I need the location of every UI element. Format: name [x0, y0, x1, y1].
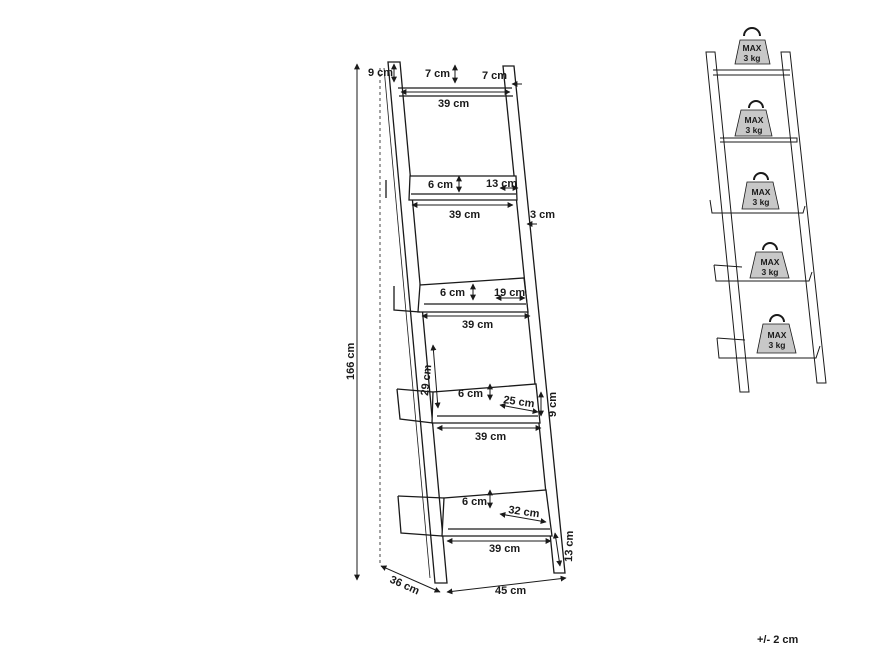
dim-base-depth: 36 cm [388, 574, 422, 598]
dim-bottom-height: 13 cm [563, 530, 576, 562]
tolerance-note: +/- 2 cm [757, 634, 799, 646]
dim-top-height: 9 cm [368, 67, 393, 79]
dim-shelf4-lip: 6 cm [458, 388, 483, 400]
dim-shelf4-depth: 25 cm [503, 394, 536, 410]
weight-3: MAX 3 kg [741, 172, 780, 210]
weight-4-max: MAX [761, 257, 780, 267]
weight-4: MAX 3 kg [749, 242, 790, 279]
dim-shelf3-width: 39 cm [462, 319, 493, 331]
weight-2-kg: 3 kg [745, 125, 762, 135]
dim-shelf4-side: 9 cm [547, 392, 559, 417]
weight-1: MAX 3 kg [734, 27, 771, 65]
weight-1-max: MAX [743, 43, 762, 53]
dim-shelf5-depth: 32 cm [508, 504, 541, 520]
weight-1-kg: 3 kg [743, 53, 760, 63]
weight-5-max: MAX [768, 330, 787, 340]
dim-shelf2-width: 39 cm [449, 209, 480, 221]
dim-top-depth: 7 cm [425, 68, 450, 80]
dim-shelf4-width: 39 cm [475, 431, 506, 443]
load-diagram [705, 51, 827, 393]
dim-shelf5-lip: 6 cm [462, 496, 487, 508]
weight-5-kg: 3 kg [768, 340, 785, 350]
dim-base-width: 45 cm [495, 585, 526, 597]
dim-shelf-spacing: 29 cm [419, 364, 434, 396]
weight-5: MAX 3 kg [756, 314, 797, 354]
shelf-5 [397, 489, 553, 537]
dim-shelf3-depth: 19 cm [494, 287, 525, 299]
weight-2: MAX 3 kg [734, 100, 773, 137]
weight-3-max: MAX [752, 187, 771, 197]
dim-leg-thickness: 3 cm [530, 209, 555, 221]
weight-4-kg: 3 kg [761, 267, 778, 277]
weight-3-kg: 3 kg [752, 197, 769, 207]
weight-2-max: MAX [745, 115, 764, 125]
dim-top-width: 39 cm [438, 98, 469, 110]
dim-top-depth-2: 7 cm [482, 70, 507, 82]
dim-total-height: 166 cm [345, 342, 357, 380]
left-leg [387, 61, 448, 584]
dim-shelf5-width: 39 cm [489, 543, 520, 555]
dim-shelf2-depth: 13 cm [486, 178, 517, 190]
dimension-lines [354, 63, 567, 595]
dim-shelf3-lip: 6 cm [440, 287, 465, 299]
dim-shelf2-lip: 6 cm [428, 179, 453, 191]
shelf-2 [385, 175, 518, 201]
